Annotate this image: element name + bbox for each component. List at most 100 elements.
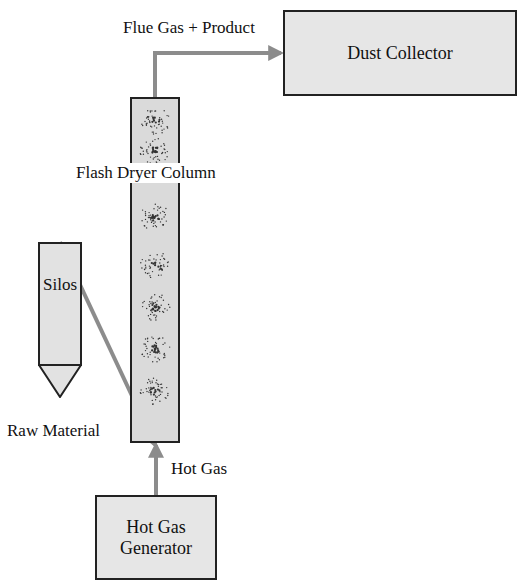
particle-dot: [140, 262, 141, 263]
particle-dot: [159, 124, 160, 125]
particle-dot: [160, 146, 161, 147]
particle-dot: [142, 125, 143, 126]
particle-dot: [152, 302, 154, 304]
particle-dot: [160, 221, 161, 222]
particle-dot: [140, 389, 141, 390]
particle-dot: [149, 268, 150, 269]
particle-dot: [140, 153, 141, 154]
particle-dot: [146, 123, 147, 124]
particle-dot: [167, 266, 168, 267]
particle-dot: [153, 338, 154, 339]
flow-arrow: [154, 445, 158, 495]
particle-dot: [149, 121, 150, 122]
particle-dot: [149, 318, 150, 319]
particle-dot: [161, 297, 162, 298]
particle-dot: [153, 158, 154, 159]
particle-dot: [151, 349, 153, 351]
particle-dot: [169, 307, 170, 308]
particle-dot: [146, 123, 147, 124]
particle-dot: [148, 146, 149, 147]
particle-dot: [154, 306, 156, 308]
particle-dot: [158, 124, 159, 125]
particle-dot: [147, 353, 148, 354]
particle-dot: [141, 124, 142, 125]
particle-dot: [152, 308, 154, 310]
particle-dot: [162, 269, 163, 270]
particle-dot: [145, 350, 146, 351]
particle-dot: [155, 215, 157, 217]
particle-dot: [161, 383, 162, 384]
particle-dot: [156, 146, 158, 148]
particle-dot: [157, 209, 158, 210]
particle-dot: [142, 209, 143, 210]
particle-dot: [145, 219, 146, 220]
particle-dot: [145, 215, 146, 216]
particle-dot: [155, 204, 156, 205]
particle-dot: [154, 314, 155, 315]
particle-dot: [158, 275, 159, 276]
particle-dot: [154, 310, 156, 312]
particle-dot: [154, 139, 155, 140]
particle-dot: [145, 260, 146, 261]
particle-dot: [153, 223, 154, 224]
particle-dot: [155, 225, 156, 226]
particle-dot: [154, 391, 156, 393]
particle-dot: [158, 138, 159, 139]
particle-dot: [157, 206, 158, 207]
particle-dot: [155, 110, 156, 111]
particle-dot: [149, 122, 150, 123]
particle-dot: [155, 259, 156, 260]
particle-dot: [158, 338, 159, 339]
particle-dot: [164, 308, 165, 309]
particle-dot: [150, 156, 151, 157]
particle-dot: [151, 388, 153, 390]
particle-dot: [160, 212, 161, 213]
particle-dot: [160, 268, 161, 269]
particle-dot: [161, 130, 162, 131]
particle-dot: [143, 343, 144, 344]
particle-dot: [147, 110, 148, 111]
particle-dot: [152, 380, 153, 381]
particle-dot: [147, 382, 148, 383]
particle-dot: [157, 388, 159, 390]
particle-dot: [150, 143, 151, 144]
particle-dot: [148, 315, 149, 316]
particle-dot: [161, 132, 162, 133]
particle-dot: [165, 398, 166, 399]
particle-dot: [154, 305, 156, 307]
particle-dot: [157, 383, 158, 384]
flow-arrow: [155, 53, 281, 97]
node-label: Silos: [38, 275, 82, 295]
particle-dot: [148, 356, 149, 357]
particle-dot: [151, 115, 152, 116]
particle-dot: [148, 215, 149, 216]
particle-dot: [143, 356, 144, 357]
particle-dot: [165, 208, 166, 209]
particle-dot: [151, 336, 152, 337]
particle-dot: [156, 380, 157, 381]
particle-dot: [167, 262, 168, 263]
particle-dot: [156, 127, 157, 128]
silo-cone: [39, 365, 81, 397]
particle-dot: [162, 121, 163, 122]
particle-dot: [155, 382, 156, 383]
particle-dot: [153, 133, 154, 134]
silo-body: [39, 243, 81, 365]
particle-dot: [156, 151, 158, 153]
particle-dot: [150, 145, 151, 146]
particle-dot: [145, 266, 146, 267]
particle-dot: [150, 319, 151, 320]
particle-dot: [144, 225, 145, 226]
particle-dot: [157, 159, 158, 160]
particle-dot: [141, 267, 142, 268]
particle-dot: [163, 264, 164, 265]
particle-dot: [154, 306, 156, 308]
particle-dot: [150, 394, 151, 395]
particle-dot: [160, 266, 161, 267]
particle-dot: [164, 145, 165, 146]
particle-dot: [165, 214, 166, 215]
particle-dot: [163, 312, 164, 313]
particle-dot: [162, 224, 163, 225]
particle-dot: [161, 152, 162, 153]
